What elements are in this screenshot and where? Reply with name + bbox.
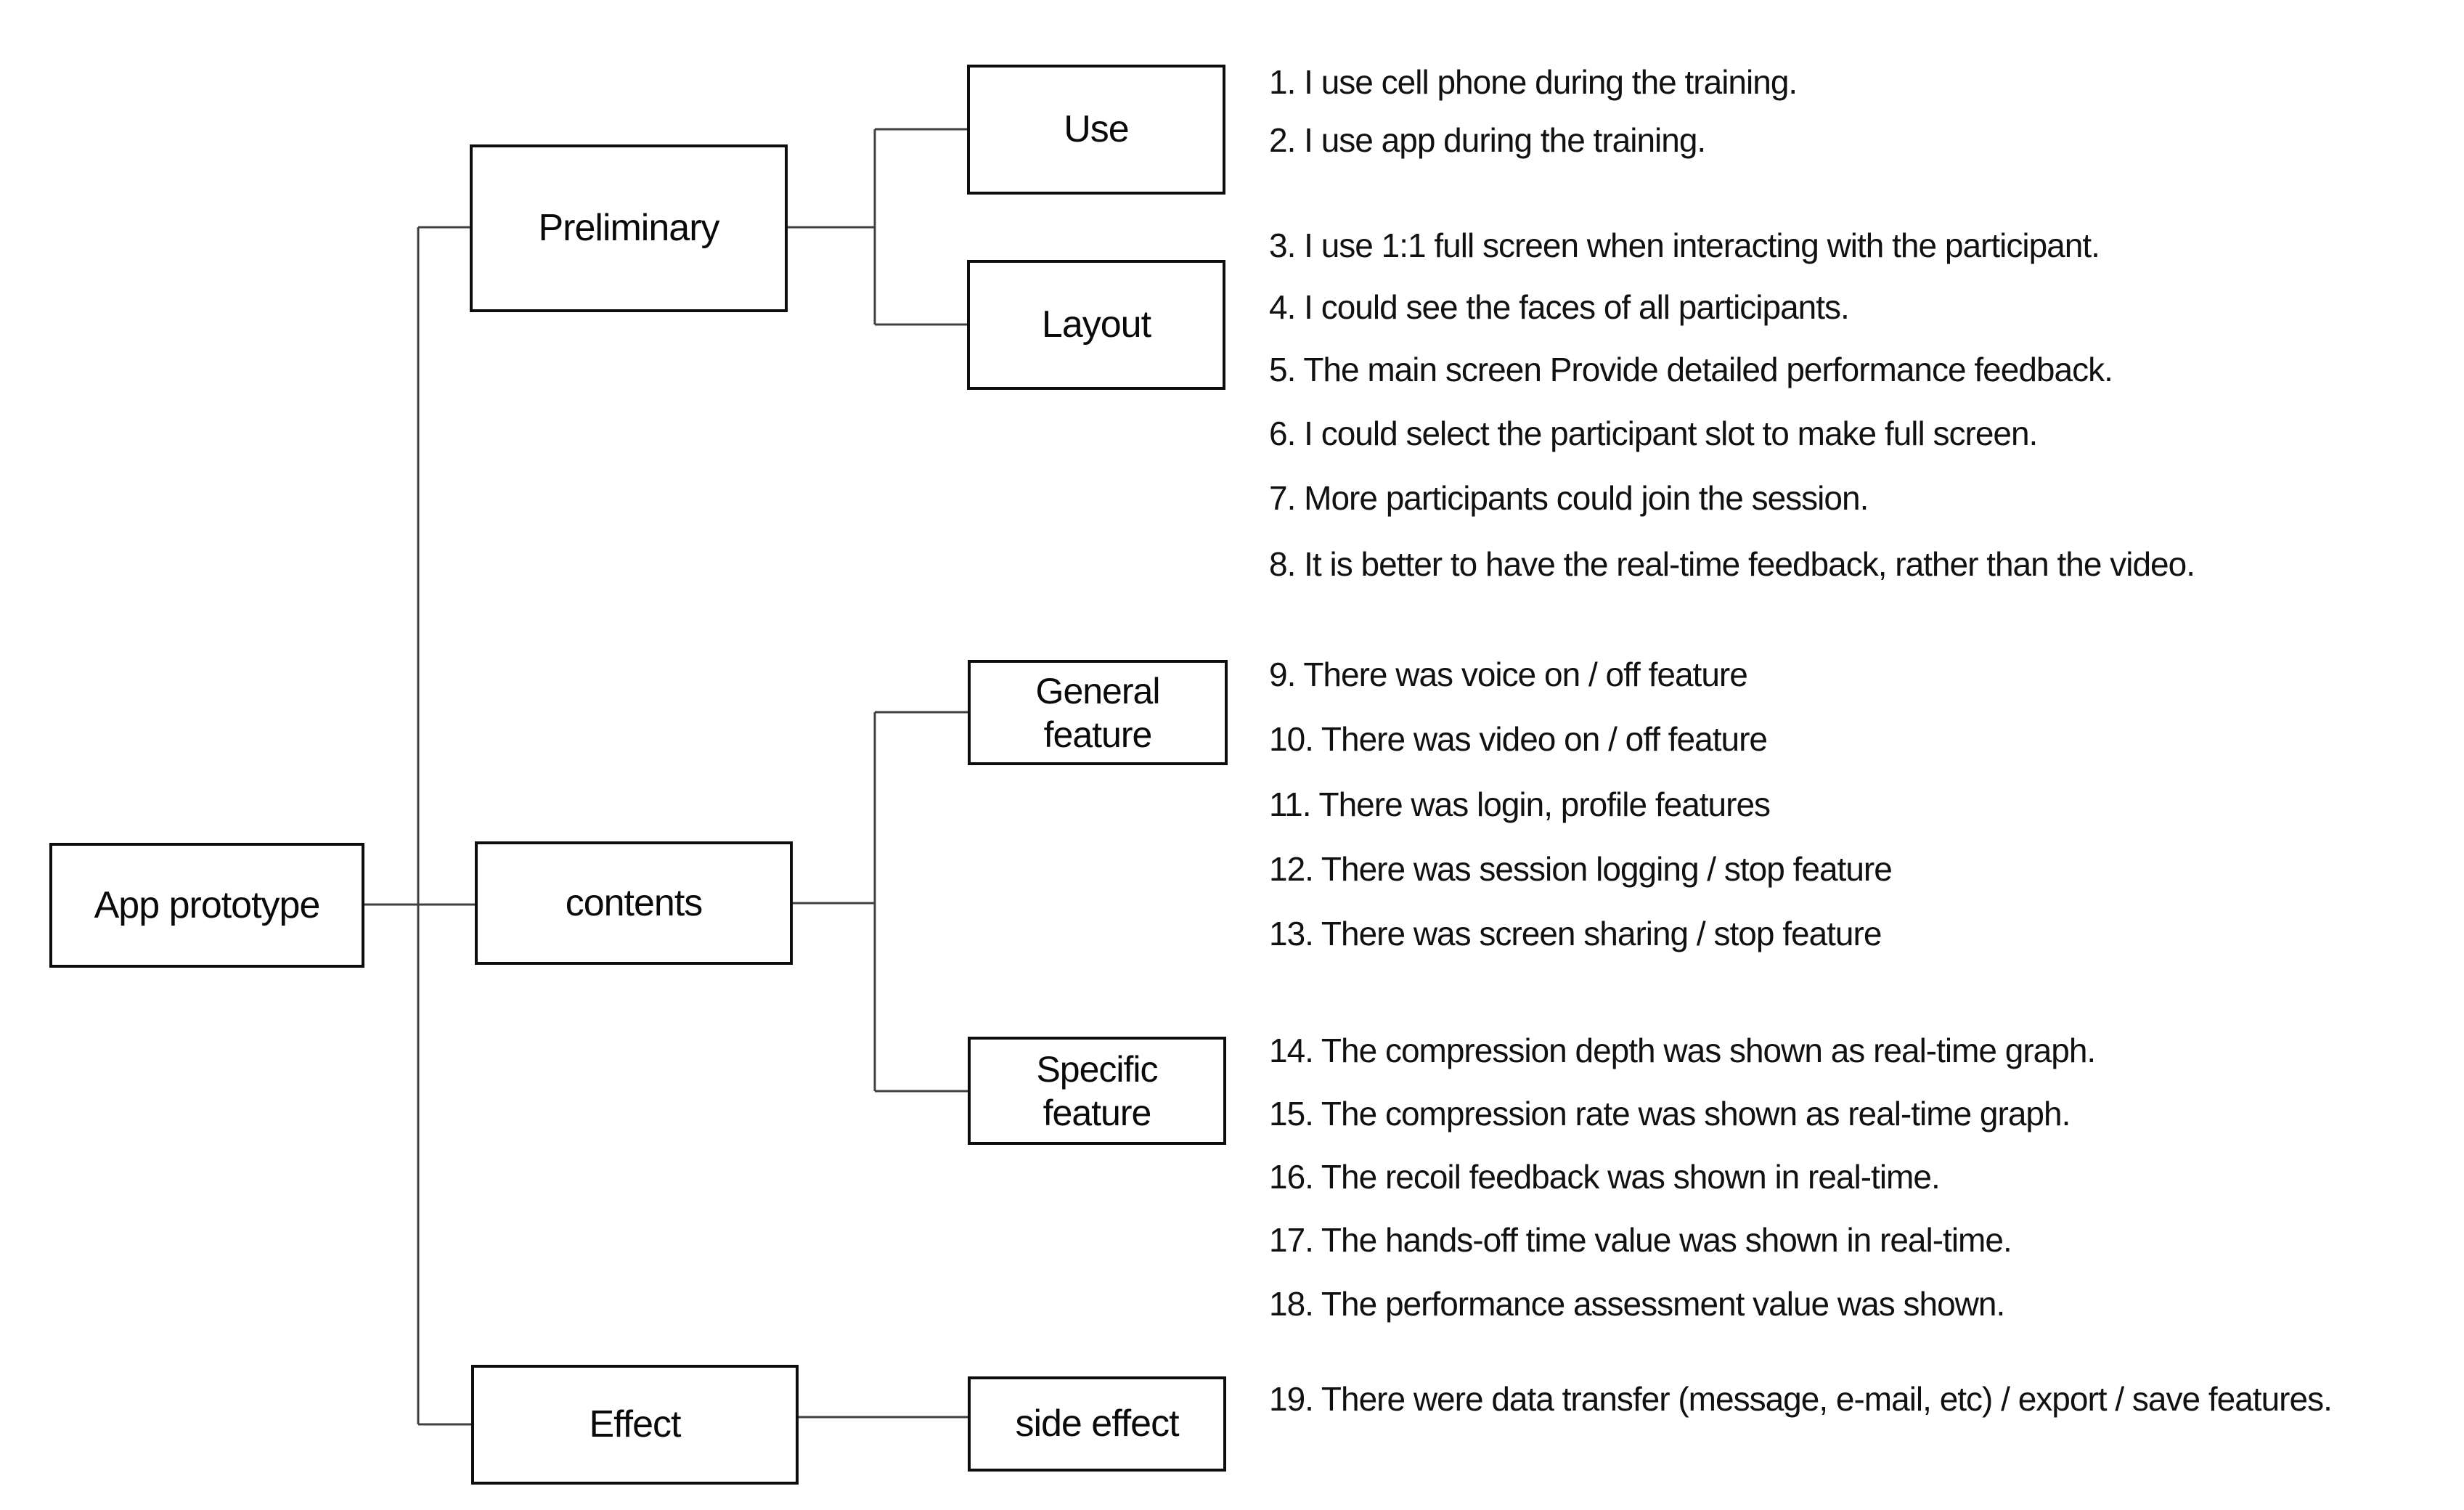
statement-17: 17. The hands-off time value was shown i… xyxy=(1269,1221,2012,1259)
statement-8: 8. It is better to have the real-time fe… xyxy=(1269,545,2195,583)
statement-5: 5. The main screen Provide detailed perf… xyxy=(1269,351,2113,388)
statement-19: 19. There were data transfer (message, e… xyxy=(1269,1380,2333,1418)
statement-11: 11. There was login, profile features xyxy=(1269,785,1771,823)
statement-1: 1. I use cell phone during the training. xyxy=(1269,63,1798,101)
node-layout: Layout xyxy=(967,260,1225,390)
statement-2: 2. I use app during the training. xyxy=(1269,121,1706,159)
node-use: Use xyxy=(967,65,1225,195)
statement-15: 15. The compression rate was shown as re… xyxy=(1269,1095,2071,1132)
statement-3: 3. I use 1:1 full screen when interactin… xyxy=(1269,226,2100,264)
node-specific-feature: Specific feature xyxy=(968,1037,1226,1145)
statement-14: 14. The compression depth was shown as r… xyxy=(1269,1032,2096,1069)
node-general-feature: General feature xyxy=(968,660,1228,765)
statement-18: 18. The performance assessment value was… xyxy=(1269,1285,2005,1323)
node-app-prototype: App prototype xyxy=(49,843,364,968)
statement-4: 4. I could see the faces of all particip… xyxy=(1269,288,1850,326)
statement-10: 10. There was video on / off feature xyxy=(1269,720,1768,758)
node-effect: Effect xyxy=(471,1365,799,1485)
statement-16: 16. The recoil feedback was shown in rea… xyxy=(1269,1158,1941,1196)
node-side-effect: side effect xyxy=(968,1376,1226,1472)
statement-9: 9. There was voice on / off feature xyxy=(1269,656,1748,693)
statement-6: 6. I could select the participant slot t… xyxy=(1269,415,2038,452)
statement-7: 7. More participants could join the sess… xyxy=(1269,479,1869,517)
statement-13: 13. There was screen sharing / stop feat… xyxy=(1269,915,1882,952)
node-contents: contents xyxy=(475,841,793,965)
node-preliminary: Preliminary xyxy=(470,144,788,312)
statement-12: 12. There was session logging / stop fea… xyxy=(1269,850,1893,888)
